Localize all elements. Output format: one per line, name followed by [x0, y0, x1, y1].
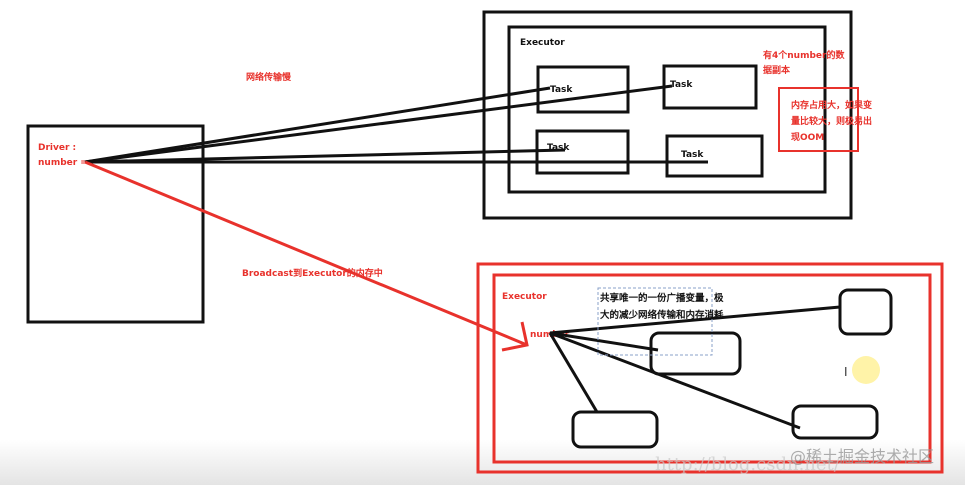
driver-variable: number = — [38, 158, 88, 168]
executor-top-title: Executor — [520, 38, 565, 48]
shared-note: 共享唯一的一份广播变量，极 — [600, 292, 724, 304]
driver-title: Driver : — [38, 143, 76, 153]
copies-label: 有4个number的数 — [763, 49, 845, 61]
oom-label: 现OOM — [791, 132, 824, 143]
executor-bottom-outer — [476, 262, 944, 474]
watermark: @稀土掘金技术社区 — [790, 447, 934, 466]
executor-bottom-inner — [492, 273, 932, 464]
task-label: Task — [550, 85, 573, 95]
oom-note-box — [778, 87, 859, 152]
shared-note: 大的减少网络传输和内存消耗 — [600, 309, 724, 321]
task-label: Task — [547, 143, 570, 153]
driver-box — [26, 124, 205, 324]
slow-network-label: 网络传输慢 — [246, 71, 292, 83]
oom-label: 内存占用大，如果变 — [791, 99, 872, 111]
broadcast-arrow — [84, 160, 529, 352]
oom-label: 量比较大，则极易出 — [791, 115, 872, 127]
executor-top-outer — [482, 10, 853, 220]
watermark-url: http://blog.csdn.net/ — [655, 454, 841, 475]
task-nodes — [548, 288, 893, 449]
network-lines — [84, 84, 708, 164]
task-label: Task — [681, 150, 704, 160]
task-label: Task — [670, 80, 693, 90]
text-cursor-icon: I — [844, 365, 848, 379]
task-box — [665, 134, 764, 178]
text-selection-box[interactable] — [597, 287, 713, 356]
copies-label: 据副本 — [763, 64, 791, 76]
executor-bottom-title: Executor — [502, 292, 547, 302]
cursor-highlight — [852, 356, 880, 384]
executor-top-inner — [507, 25, 827, 194]
